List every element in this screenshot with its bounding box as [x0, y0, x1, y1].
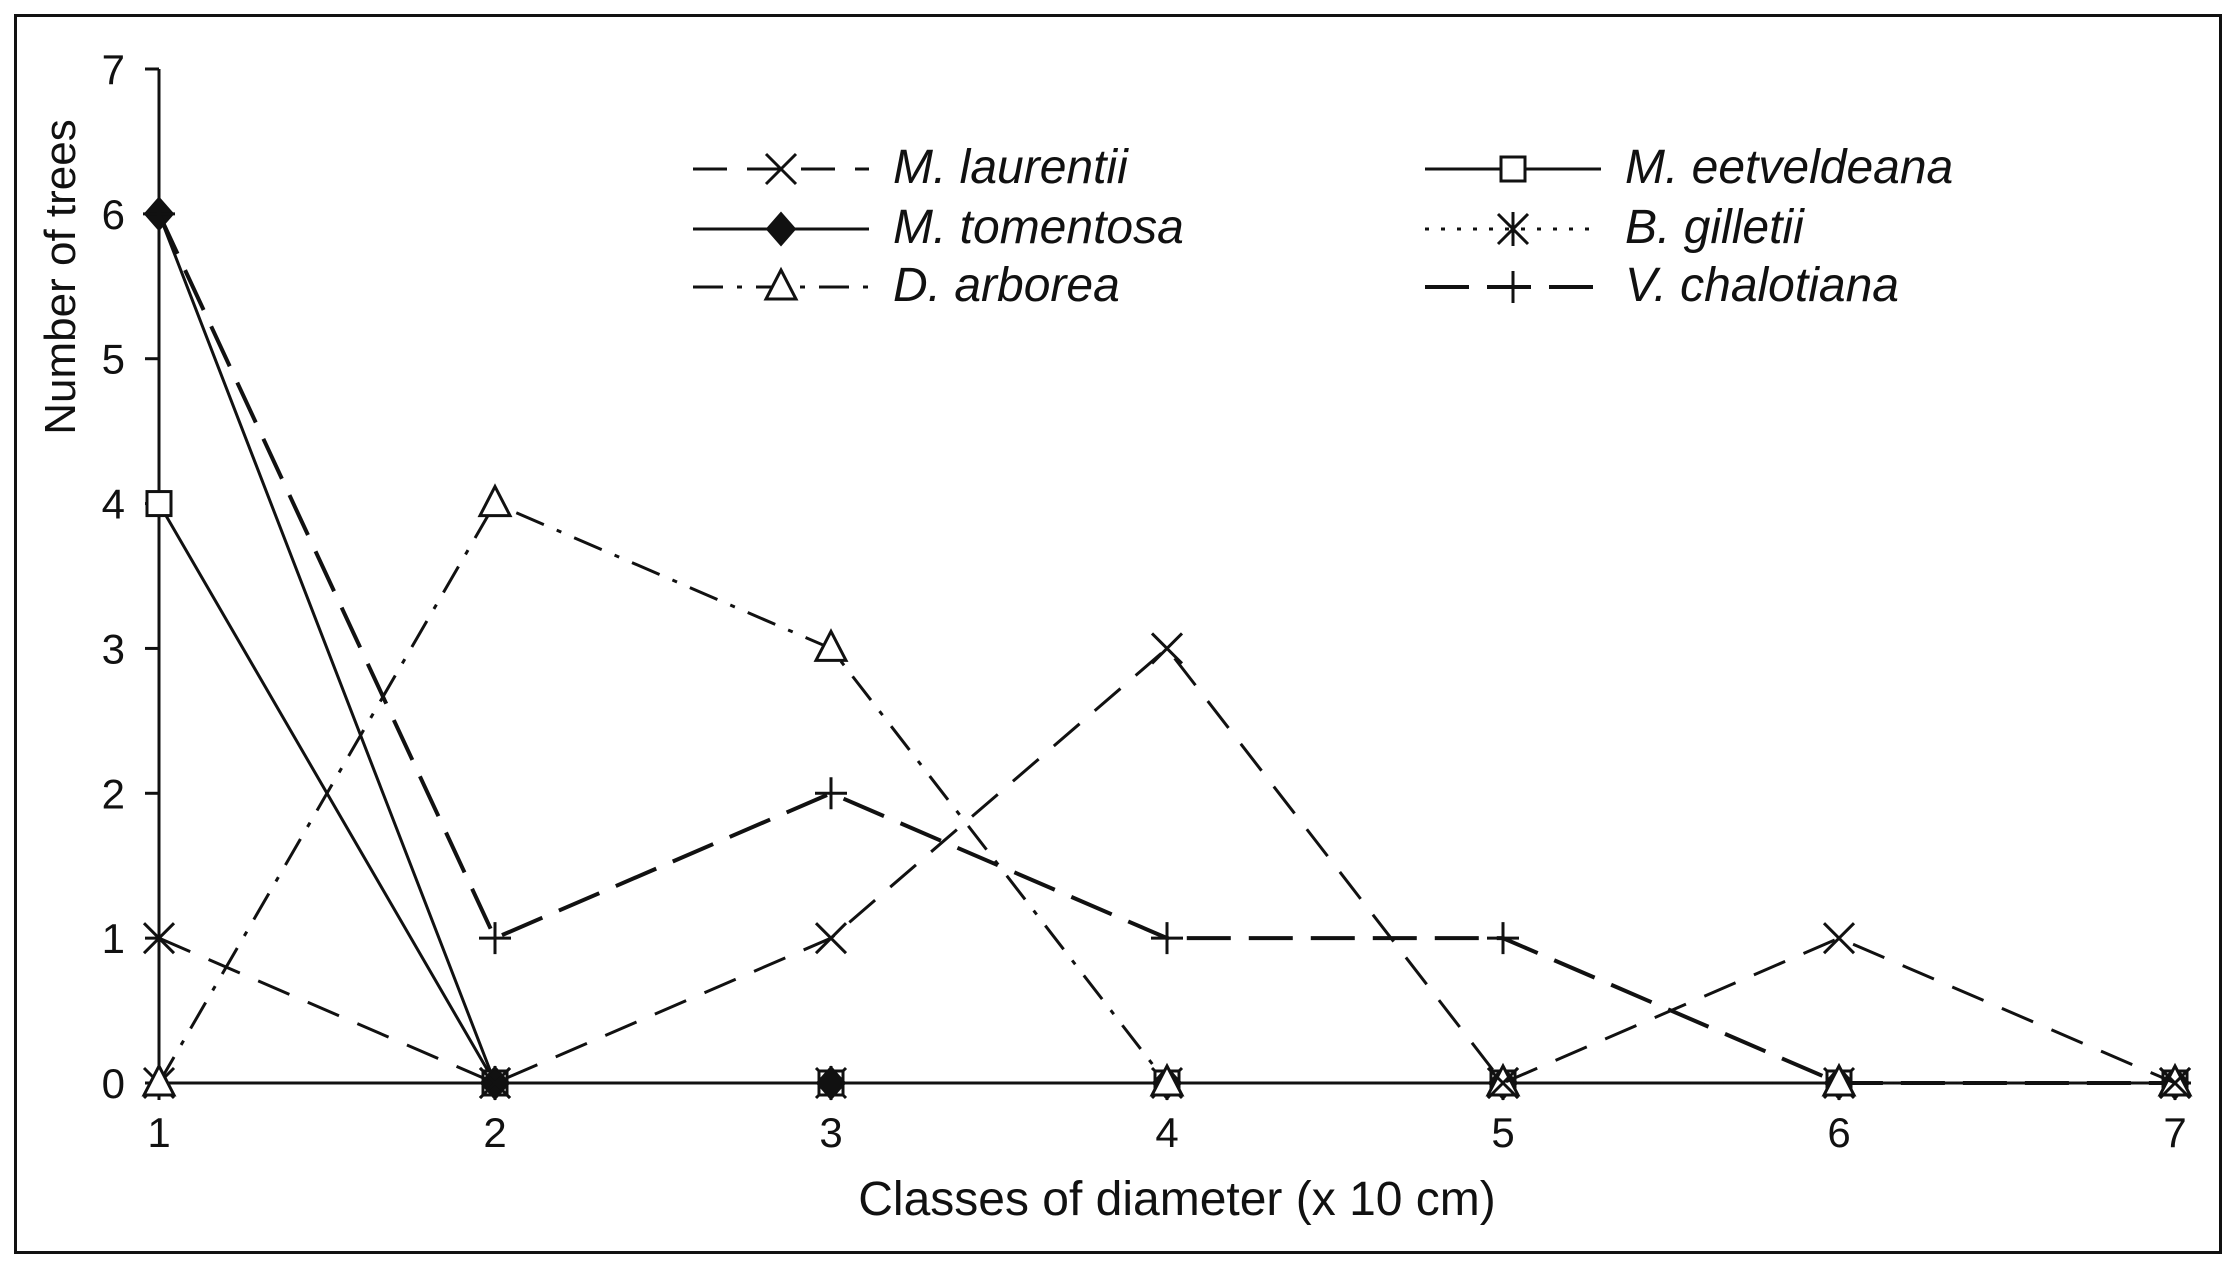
legend-item-d-arborea: D. arborea [693, 259, 1120, 312]
legend-marker-v-chalotiana [1497, 271, 1529, 303]
legend-label-m-tomentosa: M. tomentosa [893, 201, 1184, 254]
legend-item-m-laurentii: M. laurentii [693, 141, 1129, 194]
x-tick-label: 5 [1491, 1109, 1514, 1156]
x-tick-label: 6 [1827, 1109, 1850, 1156]
data-point-m-laurentii [814, 922, 848, 955]
series-m-eetveldeana [145, 490, 2189, 1097]
data-point-d-arborea [477, 483, 513, 518]
x-tick-label: 7 [2163, 1109, 2186, 1156]
data-point-d-arborea [813, 628, 849, 662]
y-tick-label: 4 [102, 481, 125, 528]
data-point-m-laurentii [1150, 632, 1184, 665]
data-point-v-chalotiana [1487, 922, 1519, 955]
legend-marker-m-eetveldeana [1499, 155, 1527, 183]
legend-marker-m-laurentii [764, 152, 798, 186]
data-point-d-arborea [141, 1062, 177, 1097]
data-point-v-chalotiana [815, 777, 847, 810]
y-tick-label: 3 [102, 625, 125, 672]
data-point-m-laurentii [1486, 1066, 1520, 1100]
legend-marker-d-arborea [763, 266, 799, 301]
x-tick-label: 3 [819, 1109, 842, 1156]
data-point-m-eetveldeana [145, 490, 173, 518]
data-point-d-arborea [1149, 1062, 1185, 1097]
legend: M. laurentii M. eetveldeana M. tomentosa B.… [693, 141, 1953, 312]
legend-label-v-chalotiana: V. chalotiana [1625, 259, 1899, 312]
y-tick-label: 6 [102, 191, 125, 238]
series-d-arborea [141, 483, 2193, 1097]
series-layer [141, 196, 2193, 1101]
y-tick-label: 1 [102, 915, 125, 962]
x-axis-label: Classes of diameter (x 10 cm) [858, 1173, 1496, 1226]
legend-label-b-gilletii: B. gilletii [1625, 201, 1805, 254]
legend-marker-b-gilletii [1496, 212, 1530, 246]
data-point-v-chalotiana [479, 922, 511, 955]
data-point-v-chalotiana [1151, 922, 1183, 955]
data-point-m-laurentii [2158, 1066, 2192, 1100]
y-tick-label: 0 [102, 1060, 125, 1107]
data-point-v-chalotiana [143, 197, 175, 230]
legend-item-m-tomentosa: M. tomentosa [693, 201, 1184, 254]
series-m-laurentii [142, 632, 2192, 1100]
legend-label-m-laurentii: M. laurentii [893, 141, 1129, 194]
data-point-m-laurentii [478, 1066, 512, 1100]
legend-item-v-chalotiana: V. chalotiana [1425, 259, 1899, 312]
legend-label-m-eetveldeana: M. eetveldeana [1625, 141, 1953, 194]
x-tick-label: 4 [1155, 1109, 1178, 1156]
y-tick-label: 7 [102, 46, 125, 93]
legend-marker-m-tomentosa [765, 211, 797, 247]
y-axis-label: Number of trees [36, 119, 85, 434]
legend-label-d-arborea: D. arborea [893, 259, 1120, 312]
y-tick-label: 5 [102, 336, 125, 383]
data-point-m-laurentii [1822, 922, 1856, 955]
y-tick-label: 2 [102, 770, 125, 817]
legend-item-m-eetveldeana: M. eetveldeana [1425, 141, 1953, 194]
data-point-m-tomentosa [815, 1065, 847, 1101]
data-point-m-laurentii [142, 922, 176, 955]
x-tick-label: 2 [483, 1109, 506, 1156]
legend-item-b-gilletii: B. gilletii [1425, 201, 1805, 254]
x-tick-label: 1 [147, 1109, 170, 1156]
data-point-d-arborea [1821, 1062, 1857, 1097]
